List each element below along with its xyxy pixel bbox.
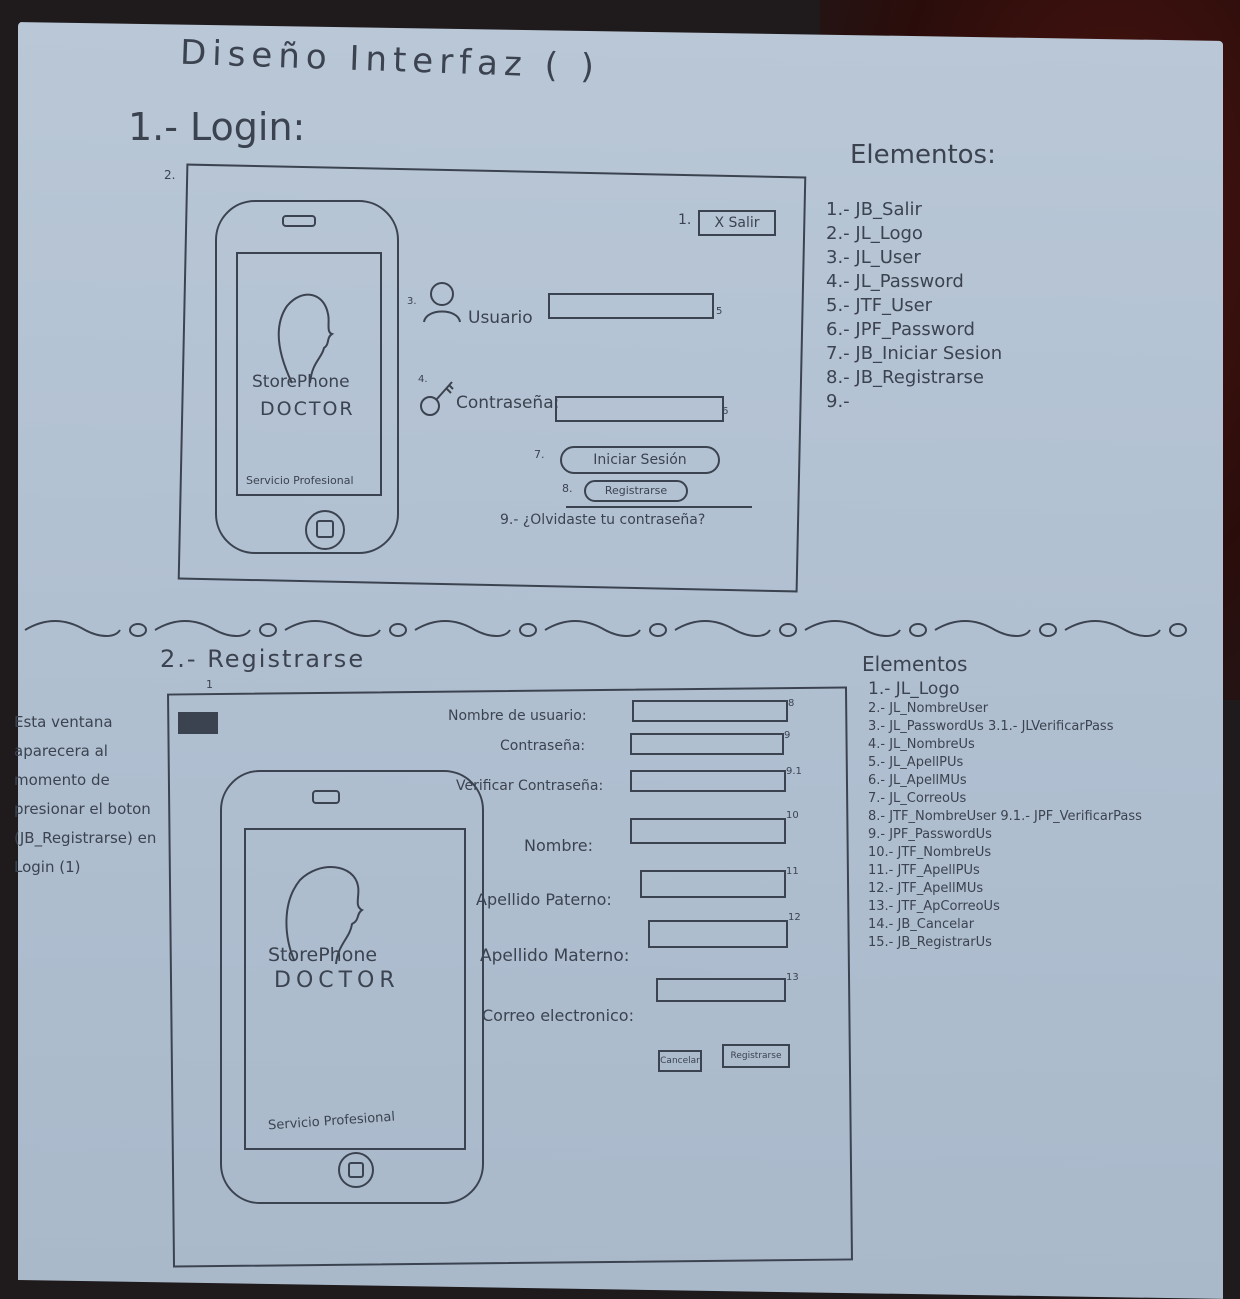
field-number: 11 (786, 866, 799, 877)
login-elements-heading: Elementos: (850, 140, 996, 170)
logo-text-storephone: StorePhone (268, 944, 378, 966)
register-note: Esta ventana aparecera al momento de pre… (14, 713, 157, 876)
list-item: 9.- (826, 391, 850, 412)
list-item: 8.- JTF_NombreUser 9.1.- JPF_VerificarPa… (868, 809, 1142, 824)
field-number: 10 (786, 810, 799, 821)
register-heading: 2.- Registrarse (160, 645, 366, 673)
list-item: 14.- JB_Cancelar (868, 917, 975, 932)
login-heading: 1.- Login: (128, 105, 306, 149)
password-field-number: 6 (722, 406, 729, 417)
field-label-username: Nombre de usuario: (448, 708, 587, 724)
user-number: 3. (407, 296, 417, 307)
field-label-name: Nombre: (524, 836, 593, 855)
paternal-last-name-input[interactable] (640, 870, 786, 898)
field-label-email: Correo electronico: (482, 1006, 634, 1025)
list-item: 8.- JB_Registrarse (826, 367, 984, 388)
user-label: Usuario (468, 308, 533, 328)
speaker-icon (282, 215, 316, 227)
list-item: 1.- JL_Logo (868, 679, 960, 699)
list-item: 5.- JL_ApellPUs (868, 755, 964, 770)
speaker-icon (312, 790, 340, 804)
register-elements-heading: Elementos (862, 652, 968, 676)
list-item: 10.- JTF_NombreUs (868, 845, 992, 860)
list-item: 11.- JTF_ApellPUs (868, 863, 980, 878)
list-item: 12.- JTF_ApellMUs (868, 881, 984, 896)
small-logo-icon (178, 712, 218, 734)
password-input[interactable] (555, 396, 724, 422)
head-silhouette-icon (277, 293, 335, 384)
exit-button[interactable]: X Salir (698, 210, 776, 236)
register-button[interactable]: Registrarse (584, 480, 688, 502)
list-item: 4.- JL_NombreUs (868, 737, 975, 752)
list-item: 2.- JL_NombreUser (868, 701, 989, 716)
field-label-password: Contraseña: (500, 738, 586, 754)
exit-number: 1. (678, 212, 692, 228)
register-logo-number: 1 (206, 678, 213, 691)
field-label-last-name-paternal: Apellido Paterno: (476, 890, 612, 909)
logo-text-doctor: DOCTOR (260, 398, 355, 420)
list-item: 2.- JL_Logo (826, 223, 923, 244)
login-phone-screen (236, 252, 382, 496)
field-number: 12 (788, 912, 801, 923)
username-input[interactable] (632, 700, 788, 722)
field-number: 13 (786, 972, 799, 983)
wavy-divider (24, 620, 1188, 637)
login-button-number: 7. (534, 448, 545, 461)
register-password-input[interactable] (630, 733, 784, 755)
login-button[interactable]: Iniciar Sesión (560, 446, 720, 474)
register-phone-logo (220, 770, 484, 1204)
list-item: 4.- JL_Password (826, 271, 964, 292)
list-item: 3.- JL_PasswordUs 3.1.- JLVerificarPass (868, 719, 1114, 734)
home-square-icon (348, 1162, 364, 1178)
list-item: 7.- JB_Iniciar Sesion (826, 343, 1003, 364)
logo-text-storephone: StorePhone (252, 372, 350, 392)
list-item: 9.- JPF_PasswordUs (868, 827, 992, 842)
user-input[interactable] (548, 293, 714, 319)
verify-password-input[interactable] (630, 770, 786, 792)
login-frame-number: 2. (164, 168, 176, 182)
email-input[interactable] (656, 978, 786, 1002)
list-item: 1.- JB_Salir (826, 199, 922, 220)
field-label-last-name-maternal: Apellido Materno: (480, 946, 630, 966)
list-item: 3.- JL_User (826, 247, 921, 268)
password-number: 4. (418, 374, 428, 385)
list-item: 5.- JTF_User (826, 295, 933, 316)
logo-text-doctor: DOCTOR (274, 968, 400, 993)
register-elements-list: 1.- JL_Logo 2.- JL_NombreUser 3.- JL_Pas… (868, 678, 1208, 952)
logo-text-service: Servicio Profesional (246, 474, 354, 487)
submit-register-button[interactable]: Registrarse (722, 1044, 790, 1068)
home-button-icon (338, 1152, 374, 1188)
user-icon (423, 282, 461, 323)
divider-line (566, 506, 752, 508)
user-field-number: 5 (716, 306, 723, 317)
field-number: 8 (788, 698, 795, 709)
cancel-button[interactable]: Cancelar (658, 1050, 702, 1072)
list-item: 13.- JTF_ApCorreoUs (868, 899, 1000, 914)
list-item: 15.- JB_RegistrarUs (868, 935, 992, 950)
register-button-number: 8. (562, 482, 573, 495)
login-elements-list: 1.- JB_Salir 2.- JL_Logo 3.- JL_User 4.-… (826, 198, 1002, 414)
field-number: 9 (784, 730, 791, 741)
name-input[interactable] (630, 818, 786, 844)
field-label-verify-password: Verificar Contraseña: (456, 778, 604, 794)
field-number: 9.1 (786, 766, 802, 777)
maternal-last-name-input[interactable] (648, 920, 788, 948)
head-silhouette-icon (285, 866, 364, 965)
home-square-icon (316, 520, 334, 538)
forgot-password-link[interactable]: 9.- ¿Olvidaste tu contraseña? (500, 512, 706, 528)
home-button-icon (305, 510, 345, 550)
key-icon (420, 381, 454, 416)
list-item: 6.- JL_ApellMUs (868, 773, 967, 788)
password-label: Contraseña: (456, 393, 560, 413)
list-item: 7.- JL_CorreoUs (868, 791, 967, 806)
register-phone-screen (244, 828, 466, 1150)
list-item: 6.- JPF_Password (826, 319, 975, 340)
login-phone-logo (215, 200, 399, 554)
